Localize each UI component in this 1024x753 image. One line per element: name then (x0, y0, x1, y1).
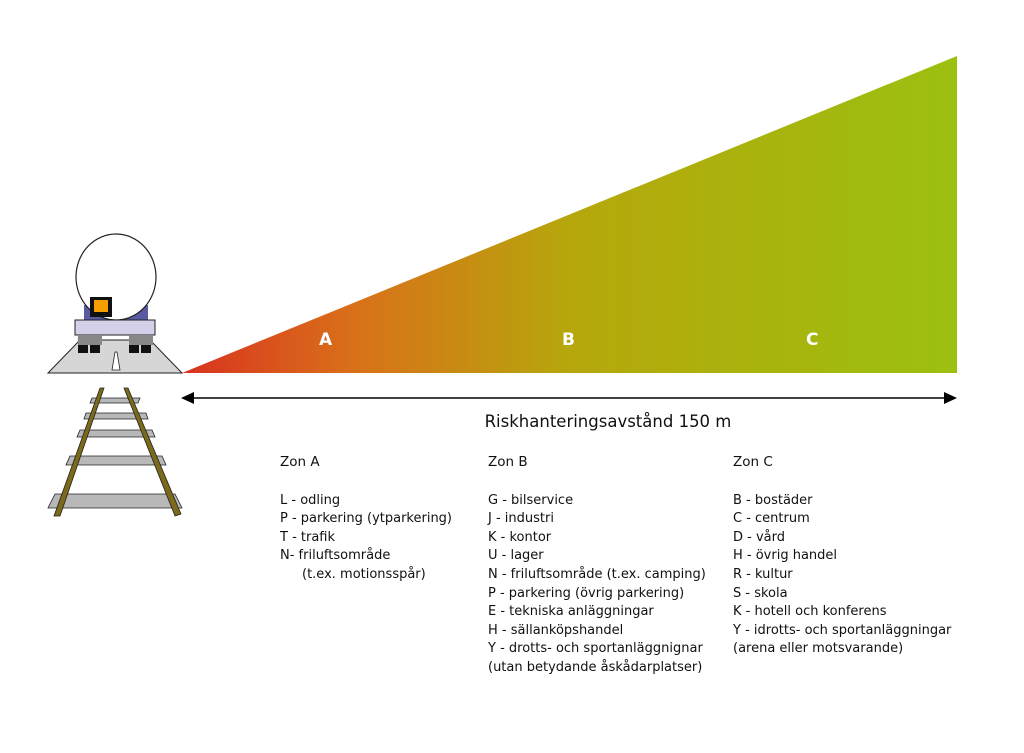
zone-b-list: Zon B G - bilservice J - industri K - ko… (488, 453, 706, 678)
zone-title: Zon A (280, 454, 320, 470)
list-item: P - parkering (ytparkering) (280, 511, 453, 527)
list-item: P - parkering (övrig parkering) (488, 585, 685, 601)
list-item: (arena eller motsvarande) (733, 641, 904, 657)
list-item: B - bostäder (733, 492, 813, 508)
list-item: R - kultur (733, 566, 793, 582)
list-item: D - vård (733, 529, 785, 545)
list-item: Y - drotts- och sportanläggnignar (488, 641, 703, 657)
list-item: T - trafik (280, 529, 336, 545)
list-item: Y - idrotts- och sportanläggningar (733, 622, 952, 638)
list-item: H - sällanköpshandel (488, 622, 624, 638)
list-item: U - lager (488, 548, 544, 564)
list-item: K - hotell och konferens (733, 604, 887, 620)
list-item: N - friluftsområde (t.ex. camping) (488, 566, 706, 582)
list-item: G - bilservice (488, 492, 574, 508)
list-item: E - tekniska anläggningar (488, 604, 654, 620)
tanker-truck-icon (46, 233, 184, 374)
zone-a-list: Zon A L - odling P - parkering (ytparker… (280, 453, 452, 585)
list-item: S - skola (733, 585, 788, 601)
zone-b-marker: B (562, 330, 575, 350)
zone-a-marker: A (319, 330, 333, 350)
list-item: J - industri (488, 511, 554, 527)
zone-title: Zon C (733, 454, 773, 470)
list-item: C - centrum (733, 511, 810, 527)
zone-title: Zon B (488, 454, 528, 470)
list-item: H - övrig handel (733, 548, 838, 564)
zone-c-list: Zon C B - bostäder C - centrum D - vård … (733, 453, 951, 659)
list-item: N- friluftsområde (280, 548, 391, 564)
list-item: K - kontor (488, 529, 552, 545)
list-item: (t.ex. motionsspår) (302, 566, 426, 582)
list-item: (utan betydande åskådarplatser) (488, 659, 703, 675)
double-arrow-icon (181, 392, 957, 404)
zone-c-marker: C (806, 330, 819, 350)
distance-caption: Riskhanteringsavstånd 150 m (484, 412, 732, 431)
list-item: L - odling (280, 492, 341, 508)
railway-track-icon (47, 387, 183, 517)
risk-gradient-triangle (182, 56, 957, 373)
